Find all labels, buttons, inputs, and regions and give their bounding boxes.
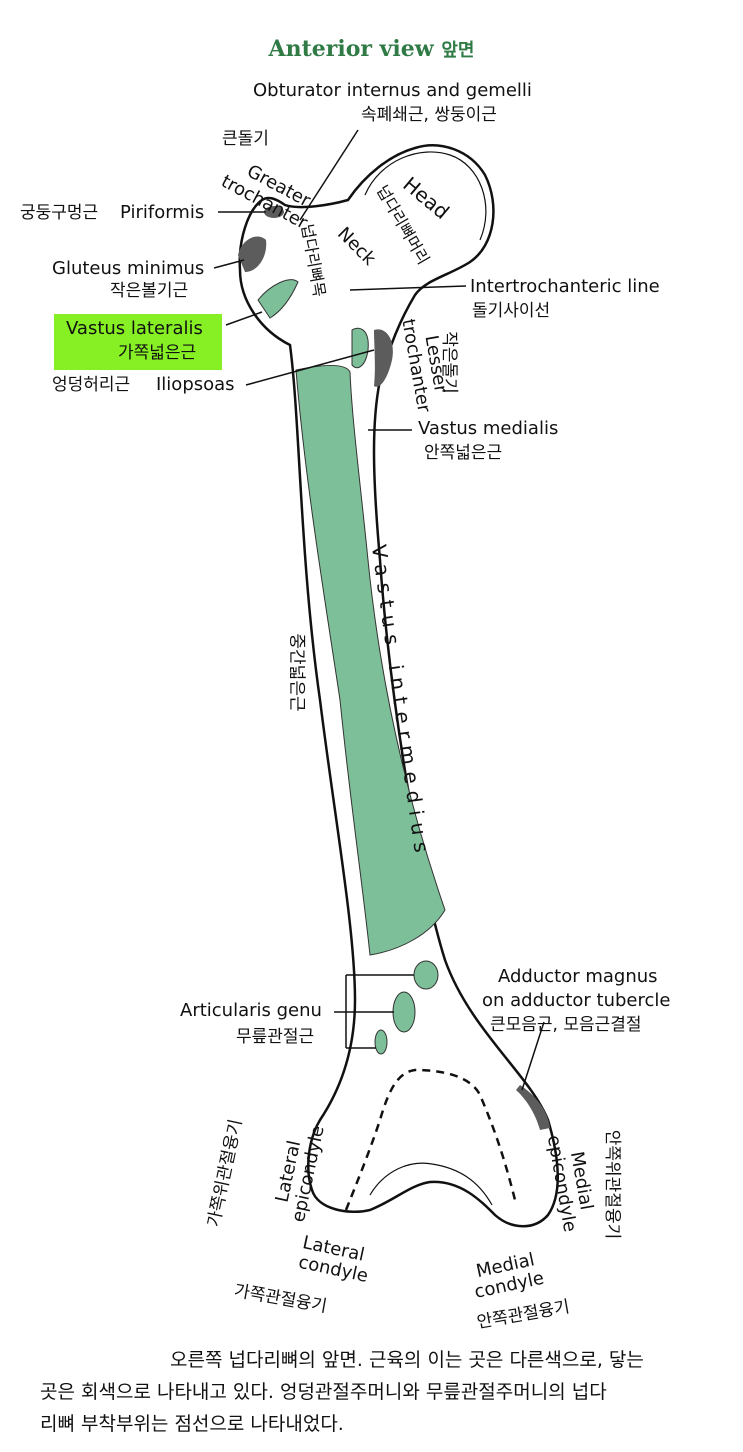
vastus-medialis-label-ko: 안쪽넓은근 xyxy=(424,443,503,463)
caption-line-2: 곳은 회색으로 나타내고 있다. 엉덩관절주머니와 무릎관절주머니의 넙다 xyxy=(40,1381,607,1403)
caption-line-3: 리뼈 부착부위는 점선으로 나타내었다. xyxy=(40,1413,344,1435)
figure-caption: 오른쪽 넙다리뼈의 앞면. 근육의 이는 곳은 다른색으로, 닿는 곳은 회색으… xyxy=(40,1344,720,1440)
intertrochanteric-label-en: Intertrochanteric line xyxy=(470,276,660,297)
articularis-patch-1 xyxy=(413,960,439,990)
knee-capsule-line xyxy=(344,1068,517,1211)
vastus-intermedius-area xyxy=(295,364,446,956)
vastus-lateralis-label-ko: 가쪽넓은근 xyxy=(118,343,197,363)
head-detail xyxy=(364,151,487,241)
obturator-label-ko: 속폐쇄근, 쌍둥이근 xyxy=(361,105,497,125)
adductor-magnus-label-en2: on adductor tubercle xyxy=(482,990,671,1011)
iliopsoas-label-en: Iliopsoas xyxy=(156,374,235,395)
patellar-groove xyxy=(369,1162,493,1206)
vastus-medialis-area xyxy=(351,327,369,369)
gluteus-minimus-label-en: Gluteus minimus xyxy=(52,258,205,279)
medial-epicondyle-label-ko: 안쪽위관절융기 xyxy=(602,1129,623,1240)
caption-line-1: 오른쪽 넙다리뼈의 앞면. 근육의 이는 곳은 다른색으로, 닿는 xyxy=(170,1349,644,1371)
leader-lines xyxy=(213,129,545,1091)
iliopsoas-insertion xyxy=(374,329,393,387)
articularis-patch-3 xyxy=(374,1029,388,1055)
gluteus-minimus-insertion xyxy=(238,236,267,272)
adductor-magnus-label-ko: 큰모음근, 모음근결절 xyxy=(490,1015,642,1035)
articularis-genu-label-en: Articularis genu xyxy=(180,1000,322,1021)
piriformis-label-en: Piriformis xyxy=(120,202,205,223)
vastus-medialis-label-en: Vastus medialis xyxy=(418,418,559,439)
title-ko: 앞면 xyxy=(441,40,475,61)
vastus-lateralis-label-en: Vastus lateralis xyxy=(66,318,203,339)
vastus-lateralis-area xyxy=(257,279,299,319)
piriformis-label-ko: 궁둥구멍근 xyxy=(20,203,99,223)
obturator-label-en: Obturator internus and gemelli xyxy=(253,80,532,101)
gluteus-minimus-label-ko: 작은볼기근 xyxy=(110,281,189,301)
title-en: Anterior view xyxy=(268,36,434,62)
articularis-patch-2 xyxy=(392,991,416,1033)
iliopsoas-label-ko: 엉덩허리근 xyxy=(52,375,131,395)
intertrochanteric-label-ko: 돌기사이선 xyxy=(472,301,551,321)
vastus-lateralis-highlight xyxy=(54,314,222,370)
adductor-magnus-label-en1: Adductor magnus xyxy=(498,966,658,987)
articularis-genu-label-ko: 무릎관절근 xyxy=(236,1027,315,1047)
page-title: Anterior view 앞면 xyxy=(0,36,743,62)
lesser-trochanter-label-ko: 작은돌기 xyxy=(438,331,459,394)
adductor-tubercle xyxy=(516,1085,550,1130)
piriformis-insertion xyxy=(264,206,284,218)
vastus-intermedius-label-ko: 중간넓은근 xyxy=(286,633,307,712)
greater-trochanter-label-ko: 큰돌기 xyxy=(222,129,269,149)
